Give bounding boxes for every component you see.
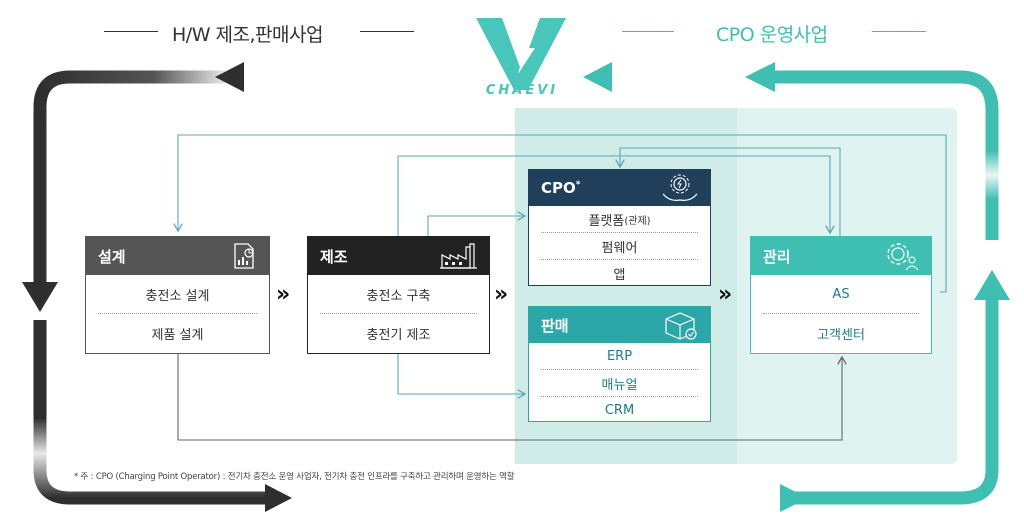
- sales-item-erp: ERP: [541, 343, 698, 370]
- management-item-as: AS: [763, 275, 919, 314]
- design-card-title: 설계: [98, 247, 126, 266]
- manufacture-item-charger: 충전기 제조: [366, 327, 431, 343]
- manufacture-card: 제조 충전소 구축 충전기 제조: [307, 236, 490, 354]
- left-header-line-right: [360, 31, 414, 32]
- connector-design-to-mgmt: [177, 354, 842, 441]
- cpo-item-app: 앱: [613, 267, 626, 283]
- teal-top-arrow-left: [583, 62, 612, 92]
- teal-top-arrow-right: [745, 62, 775, 92]
- sales-item-manual: 매뉴얼: [541, 370, 698, 397]
- design-card-header: 설계: [86, 237, 269, 275]
- management-card: 관리 AS 고객센터: [750, 236, 932, 354]
- gear-person-icon: [887, 243, 919, 271]
- manufacture-card-title: 제조: [320, 247, 348, 266]
- cpo-item-platform-text: 플랫폼: [588, 213, 625, 229]
- dark-loop-top: [33, 70, 230, 300]
- box-check-icon: [665, 312, 697, 340]
- cpo-card-title: CPO*: [541, 179, 580, 197]
- right-header-title: CPO 운영사업: [716, 24, 828, 46]
- chevron-manufacture-to-cpo: »: [494, 282, 509, 307]
- cpo-card-header: CPO*: [529, 170, 710, 206]
- bottom-arrow-left: [265, 484, 292, 512]
- dark-top-arrow: [215, 62, 244, 92]
- footnote: * 주 : CPO (Charging Point Operator) : 전기…: [74, 472, 515, 482]
- management-card-header: 관리: [751, 237, 931, 275]
- manufacture-item-build: 충전소 구축: [320, 275, 477, 314]
- sales-card: 판매 ERP 매뉴얼 CRM: [528, 306, 711, 422]
- teal-up-arrow: [974, 270, 1010, 300]
- design-item-product: 제품 설계: [151, 327, 204, 343]
- chevron-cpo-to-management: »: [718, 282, 733, 307]
- teal-loop-right: [770, 70, 999, 240]
- right-header-line-right: [872, 31, 926, 32]
- connector-mgmt-to-cpo: [620, 147, 841, 236]
- right-header-line: [622, 31, 674, 32]
- hand-gear-icon: [662, 174, 698, 201]
- connector-mgmt-to-design: [178, 134, 947, 293]
- cpo-card: CPO* 플랫폼(관제) 펌웨어 앱: [528, 169, 711, 286]
- cpo-item-platform-suffix: (관제): [624, 215, 651, 227]
- design-card: 설계 충전소 설계 제품 설계: [85, 236, 270, 354]
- chevron-design-to-manufacture: »: [276, 282, 291, 307]
- factory-icon: [440, 243, 477, 269]
- sales-card-title: 판매: [541, 316, 569, 335]
- management-item-support: 고객센터: [817, 327, 865, 343]
- design-item-station: 충전소 설계: [98, 275, 257, 314]
- connector-manufacture-to-sales: [397, 354, 524, 394]
- teal-loop-bottom-right: [790, 300, 999, 505]
- dark-loop-left: [33, 320, 270, 505]
- logo-text: CHAEVI: [485, 83, 559, 98]
- left-header-title: H/W 제조,판매사업: [172, 24, 323, 46]
- cpo-item-firmware: 펌웨어: [541, 233, 698, 260]
- connector-manufacture-to-cpo: [427, 216, 524, 236]
- cpo-title-sup: *: [575, 180, 581, 190]
- chaevi-logo-icon: [476, 18, 566, 90]
- cpo-item-platform: 플랫폼(관제): [541, 206, 698, 233]
- dark-down-arrow: [22, 282, 58, 312]
- management-card-title: 관리: [763, 247, 791, 266]
- document-chart-icon: [234, 243, 254, 269]
- sales-item-crm: CRM: [604, 402, 635, 418]
- cpo-title-text: CPO: [541, 179, 576, 197]
- connector-manufacture-to-mgmt: [397, 155, 830, 236]
- left-header-line: [104, 31, 158, 32]
- sales-card-header: 판매: [529, 307, 710, 343]
- manufacture-card-header: 제조: [308, 237, 489, 275]
